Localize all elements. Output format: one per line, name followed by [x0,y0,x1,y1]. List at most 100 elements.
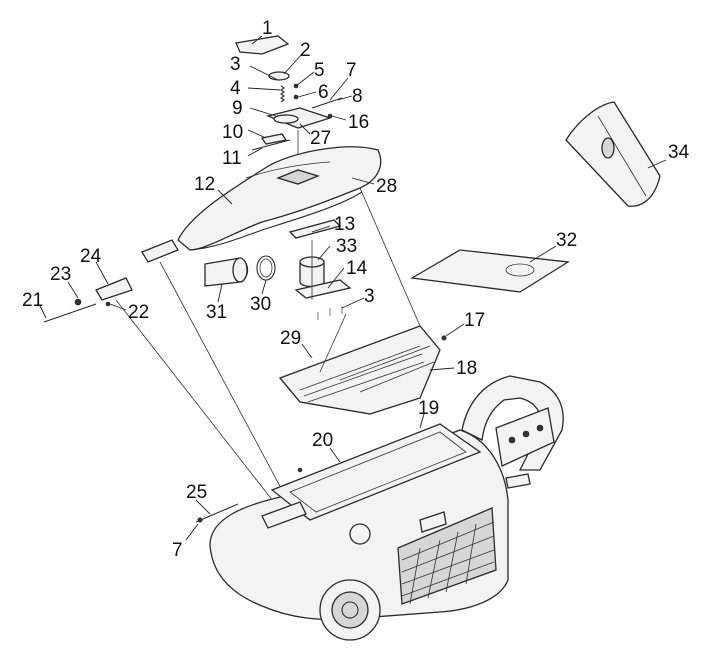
axis-right [359,187,421,327]
hinge-24 [95,277,133,301]
leader-7b [185,523,199,541]
leader-12 [217,189,233,205]
wheel-cap [341,601,359,619]
leader-10 [247,129,267,139]
ring-14 [294,279,352,299]
leader-25 [195,499,211,515]
axis-left-2 [159,261,291,506]
leader-8 [337,95,353,101]
axis-bag [319,313,347,373]
hose-pieces [204,255,276,287]
hose-31-end [232,257,248,283]
control-knob-1 [508,436,516,444]
callout-labels: 1 2 3 5 7 4 6 8 9 16 10 27 11 34 12 28 1… [22,18,690,561]
leader-2 [283,53,303,75]
holder-edge [597,115,647,197]
leader-21 [39,305,47,319]
top-lid [177,146,382,251]
screw-7b [197,517,203,523]
body-top-inner-20 [289,431,467,513]
callout-31: 31 [206,302,227,323]
callout-16: 16 [348,112,369,133]
clamp-30-inner [259,258,273,278]
lid-window [276,169,320,185]
callout-7b: 7 [172,540,183,561]
leader-31 [217,283,223,303]
leader-29 [301,343,313,359]
pin-25 [195,503,239,523]
callout-7a: 7 [346,60,357,81]
callout-13: 13 [334,214,355,235]
pin-11 [251,139,291,151]
callout-32: 32 [556,230,577,251]
callout-22: 22 [128,302,149,323]
callout-29: 29 [280,328,301,349]
callout-4: 4 [230,78,241,99]
leader-4 [247,87,281,91]
nut-22 [105,301,111,307]
callout-27: 27 [310,128,331,149]
side-latch [419,511,447,533]
washer-23 [74,298,82,306]
leader-3a [249,65,279,81]
leader-16 [331,115,347,121]
callout-24: 24 [80,246,102,267]
tray-18 [278,325,441,415]
callout-8: 8 [352,86,363,107]
leader-13 [311,225,331,233]
leader-9 [249,107,277,117]
callout-6: 6 [318,82,329,103]
callout-33: 33 [336,236,357,257]
spring-stack [280,85,285,103]
screw-17 [441,335,447,341]
gasket-13 [288,219,342,239]
leader-30 [261,279,267,295]
dust-bag [410,249,570,293]
bracket-10 [260,133,288,145]
lid-ridge [189,191,363,251]
leader-18 [429,367,455,371]
front-grille [397,507,497,605]
machine-body [195,375,564,641]
leader-28 [351,177,375,185]
tray-rim [279,377,371,415]
callout-34: 34 [668,142,690,163]
leader-11 [247,147,263,157]
bag-opening [505,263,535,277]
callout-14: 14 [346,258,368,279]
lid-body [177,146,382,251]
screw-20 [297,467,303,473]
callout-1: 1 [262,18,273,39]
cover-plate [235,35,290,55]
leader-1 [251,35,263,45]
callout-25: 25 [186,482,207,503]
holder-port [601,137,615,159]
tray-grille [299,345,435,403]
leader-6 [297,91,317,98]
callout-28: 28 [376,176,397,197]
nut-16 [327,113,333,119]
bag-32 [410,249,570,293]
callout-12: 12 [194,174,215,195]
callout-2: 2 [300,40,311,61]
filter-column [288,219,352,320]
leader-19 [419,413,425,429]
leader-5 [295,71,315,87]
control-knob-3 [536,424,544,432]
callout-3a: 3 [230,54,241,75]
front-roller [261,501,307,529]
callout-5: 5 [314,60,325,81]
callout-19: 19 [418,398,439,419]
callout-21: 21 [22,290,43,311]
leader-33 [317,245,331,261]
leader-24 [95,261,109,285]
leader-27 [299,123,311,135]
leader-3b [341,297,365,309]
bolt-21 [43,303,97,323]
callout-10: 10 [222,122,243,143]
pedal [505,473,531,489]
leader-34 [647,159,667,169]
leader-20 [329,447,341,463]
leader-7a [329,77,349,101]
